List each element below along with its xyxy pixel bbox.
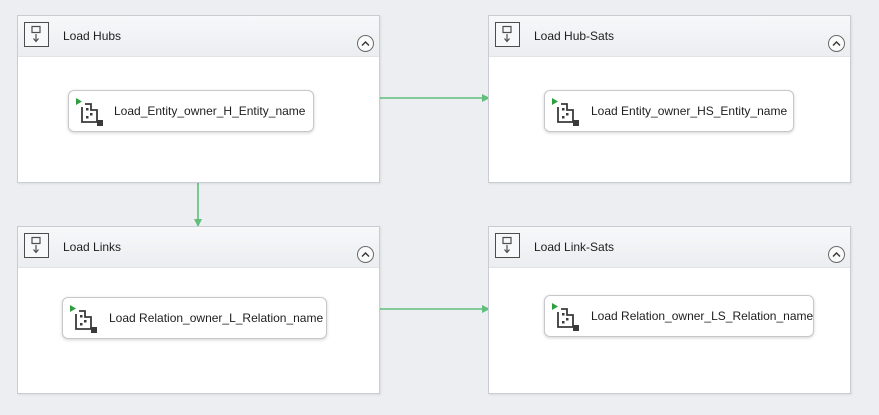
dataflow-task-icon — [73, 95, 103, 127]
task-label: Load Relation_owner_LS_Relation_name — [591, 309, 814, 323]
sequence-container-icon — [495, 233, 520, 258]
container-header[interactable]: Load Hubs — [18, 16, 379, 57]
task-label: Load Relation_owner_L_Relation_name — [109, 311, 324, 325]
dataflow-task-icon — [549, 95, 579, 127]
container-title: Load Hub-Sats — [534, 29, 615, 43]
chevron-up-icon[interactable] — [828, 35, 845, 52]
container-load-link-sats[interactable]: Load Link-Sats Load Relation_owner_LS_Re… — [488, 226, 851, 394]
container-header[interactable]: Load Links — [18, 227, 379, 268]
container-load-links[interactable]: Load Links Load Relation_owner_L_Relatio… — [17, 226, 380, 394]
container-load-hubs[interactable]: Load Hubs Load_Entity_owner_H_Entity_nam… — [17, 15, 380, 183]
sequence-container-icon — [24, 22, 49, 47]
container-header[interactable]: Load Link-Sats — [489, 227, 850, 268]
sequence-container-icon — [24, 233, 49, 258]
task-label: Load Entity_owner_HS_Entity_name — [591, 104, 788, 118]
task-load-entity-owner-h[interactable]: Load_Entity_owner_H_Entity_name — [68, 90, 314, 132]
container-title: Load Hubs — [63, 29, 122, 43]
dataflow-task-icon — [67, 302, 97, 334]
chevron-up-icon[interactable] — [357, 246, 374, 263]
task-load-relation-owner-ls[interactable]: Load Relation_owner_LS_Relation_name — [544, 295, 814, 337]
container-load-hub-sats[interactable]: Load Hub-Sats Load Entity_owner_HS_Entit… — [488, 15, 851, 183]
container-title: Load Links — [63, 240, 122, 254]
chevron-up-icon[interactable] — [357, 35, 374, 52]
task-load-entity-owner-hs[interactable]: Load Entity_owner_HS_Entity_name — [544, 90, 794, 132]
task-load-relation-owner-l[interactable]: Load Relation_owner_L_Relation_name — [62, 297, 327, 339]
dataflow-task-icon — [549, 300, 579, 332]
container-title: Load Link-Sats — [534, 240, 615, 254]
chevron-up-icon[interactable] — [828, 246, 845, 263]
task-label: Load_Entity_owner_H_Entity_name — [114, 104, 306, 118]
container-header[interactable]: Load Hub-Sats — [489, 16, 850, 57]
sequence-container-icon — [495, 22, 520, 47]
